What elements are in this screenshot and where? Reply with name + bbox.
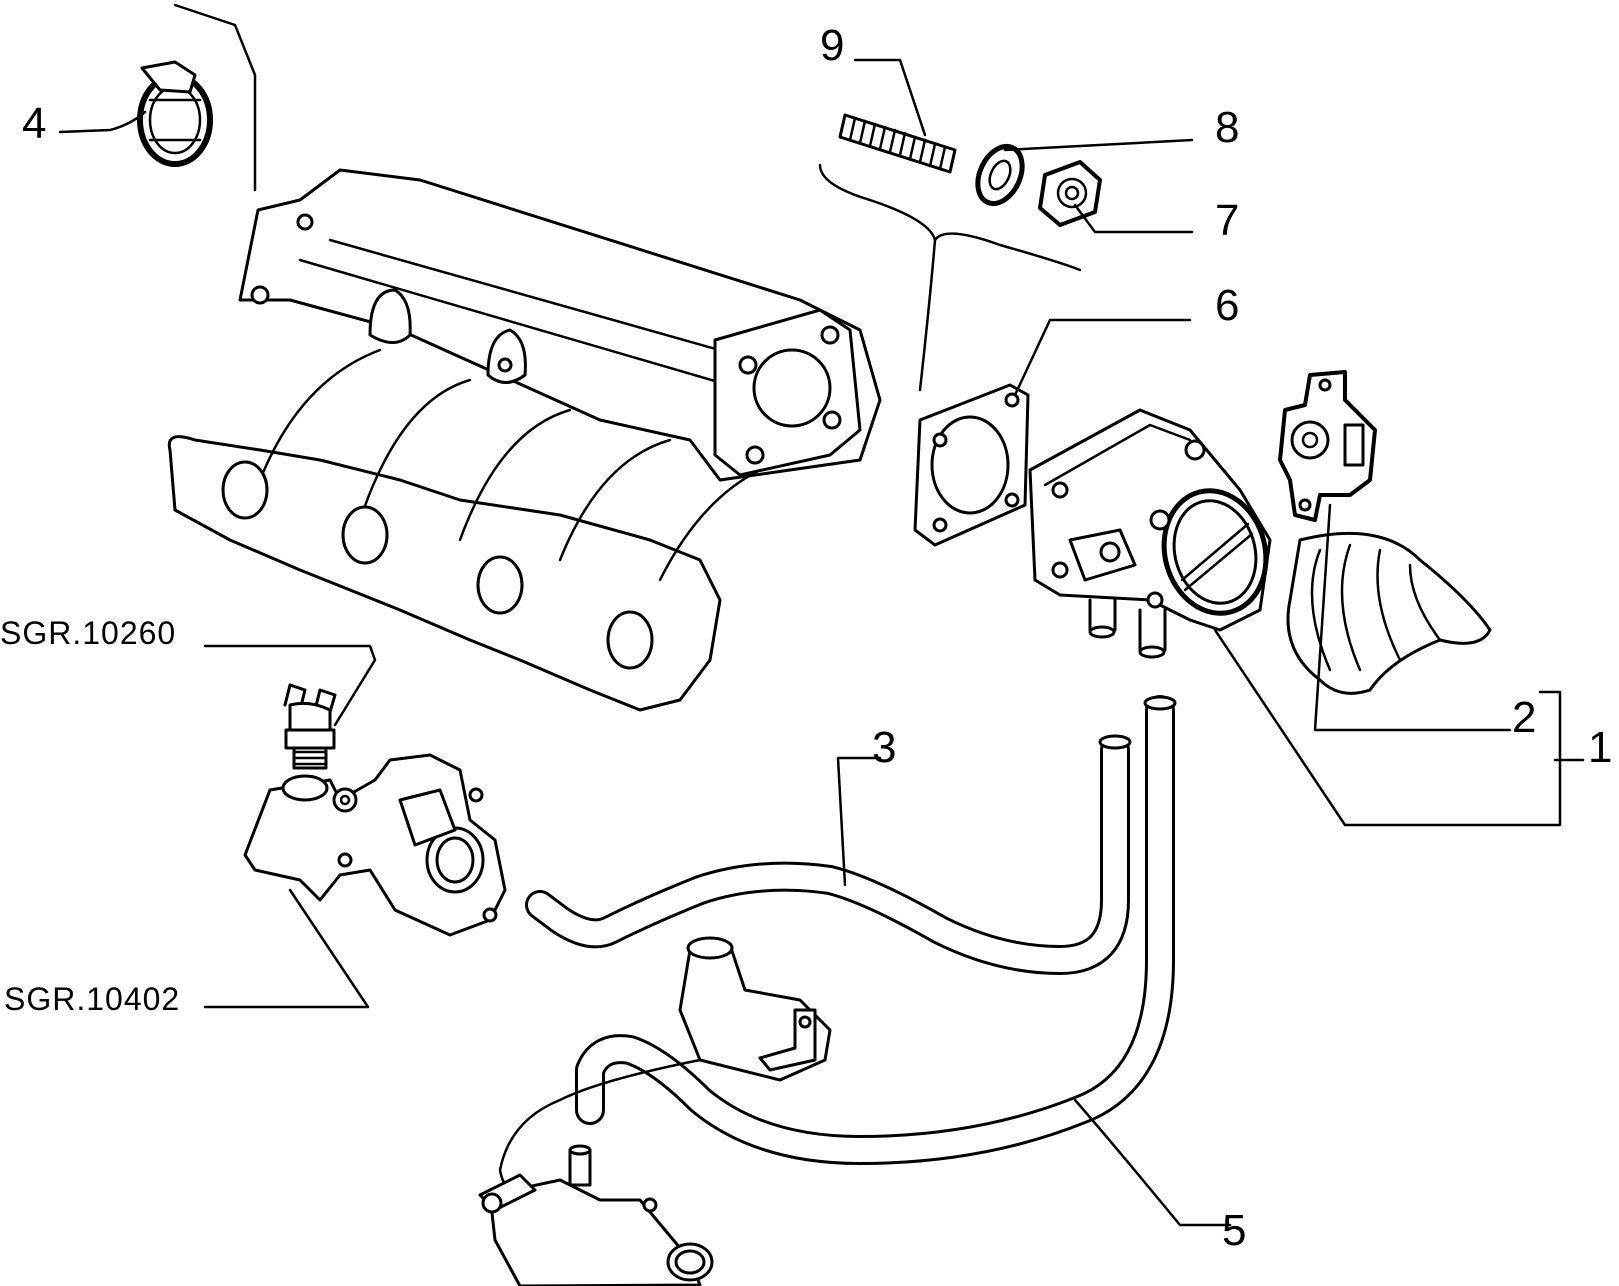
label-9: 9	[820, 21, 844, 70]
throttle-position-sensor	[1278, 370, 1377, 522]
label-8: 8	[1215, 103, 1239, 152]
temperature-sender	[283, 683, 337, 770]
label-4: 4	[22, 99, 46, 148]
label-6: 6	[1215, 281, 1239, 330]
hose-5	[575, 695, 1177, 1165]
label-sgr-10260: SGR.10260	[0, 615, 176, 651]
label-3: 3	[872, 723, 896, 772]
bellows-boot	[1286, 531, 1492, 695]
nut	[1038, 160, 1102, 227]
water-outlet-housing	[243, 753, 507, 937]
label-7: 7	[1215, 196, 1239, 245]
callout-labels: 9 8 7 6 4 3 2 1 5 SGR.10260 SGR.10402	[0, 21, 1612, 1255]
coolant-pipe	[498, 936, 832, 1207]
label-5: 5	[1222, 1206, 1246, 1255]
washer	[975, 144, 1025, 206]
intake-manifold	[167, 168, 882, 712]
thermostat-housing	[478, 1144, 714, 1286]
leader-lines	[58, 3, 1585, 1227]
group-bracket	[818, 163, 1082, 392]
label-1: 1	[1588, 723, 1612, 772]
hose-3	[525, 734, 1132, 975]
stud	[838, 113, 957, 174]
hose-clamp	[137, 60, 213, 167]
label-sgr-10402: SGR.10402	[4, 981, 180, 1017]
throttle-body	[1028, 408, 1272, 659]
label-2: 2	[1512, 693, 1536, 742]
gasket	[913, 383, 1030, 547]
